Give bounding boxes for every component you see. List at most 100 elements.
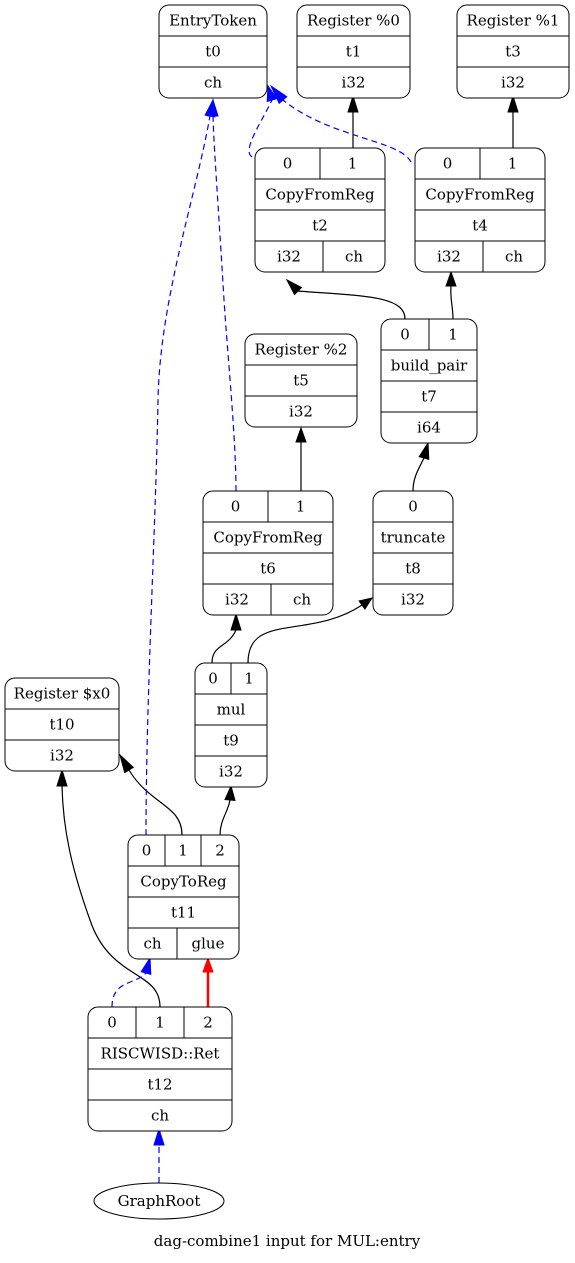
edge-line	[248, 99, 273, 158]
node-frame	[4, 677, 120, 772]
edge-data-ctr11-1-regx0	[119, 753, 183, 836]
node-opcode: Register %2	[255, 341, 348, 359]
node-bp7: 0 1 build_pair t7 i64	[380, 318, 478, 444]
input-port-label: 0	[107, 1014, 117, 1032]
output-type-label: i32	[289, 403, 313, 421]
output-type-label: ch	[505, 248, 523, 266]
input-port-label: 1	[244, 670, 254, 688]
edge-chain-cfr6-0-entry	[207, 98, 237, 492]
output-type-label: i32	[277, 248, 301, 266]
arrowhead	[204, 98, 216, 118]
output-type-label: i32	[501, 74, 525, 92]
arrowhead	[266, 84, 278, 103]
input-port-label: 0	[400, 326, 410, 344]
node-regx0: Register $x0 t10 i32	[4, 677, 120, 772]
node-opcode: CopyToReg	[140, 873, 227, 891]
edge-chain-cfr2-0-entry	[248, 84, 278, 158]
edge-data-ret12-1-regx0	[56, 768, 161, 1008]
input-port-label: 1	[296, 498, 306, 516]
edge-line	[219, 799, 231, 836]
arrowhead	[202, 956, 214, 973]
edge-layer	[56, 84, 519, 1183]
node-opcode: CopyFromReg	[425, 186, 535, 204]
arrowhead	[418, 441, 430, 460]
node-frame	[296, 4, 411, 99]
arrowhead	[140, 956, 152, 975]
output-type-label: i32	[50, 747, 74, 765]
edge-line	[145, 115, 211, 836]
input-port-label: 1	[448, 326, 458, 344]
node-opcode: EntryToken	[169, 12, 257, 30]
edge-line	[412, 457, 425, 492]
node-opcode: mul	[217, 701, 246, 719]
edge-data-tr8-0-bp7	[412, 441, 430, 492]
input-port-label: 1	[178, 842, 188, 860]
node-frame	[244, 333, 358, 428]
arrowhead	[507, 94, 519, 113]
node-id: t7	[421, 388, 437, 406]
node-opcode: Register $x0	[14, 685, 111, 703]
edge-chain-cfr4-0-entry	[269, 84, 412, 163]
edge-line	[128, 769, 183, 836]
node-id: t11	[171, 904, 196, 922]
output-type-label: i32	[225, 591, 249, 609]
node-frame	[158, 4, 268, 99]
node-label: GraphRoot	[118, 1192, 201, 1210]
node-id: t10	[49, 716, 74, 734]
arrowhead	[56, 768, 68, 787]
node-opcode: build_pair	[391, 357, 468, 375]
node-id: t12	[147, 1076, 172, 1094]
output-type-label: ch	[204, 74, 222, 92]
arrowhead	[230, 612, 242, 631]
edge-line	[282, 99, 412, 163]
output-type-label: i64	[417, 419, 441, 437]
input-port-label: 1	[508, 155, 518, 173]
node-opcode: Register %0	[307, 12, 400, 30]
input-port-label: 0	[231, 498, 241, 516]
node-id: t8	[405, 560, 421, 578]
input-port-label: 0	[142, 842, 152, 860]
edge-line	[211, 629, 237, 664]
edge-line	[61, 785, 161, 1008]
edge-glue-ret12-2-ctr11	[202, 956, 214, 1007]
arrowhead	[269, 84, 288, 105]
diagram-caption: dag-combine1 input for MUL:entry	[154, 1232, 421, 1250]
edge-line	[247, 604, 363, 664]
edge-chain-ret12-0-ctr11	[111, 956, 152, 1008]
output-type-label: ch	[143, 935, 161, 953]
node-opcode: Register %1	[467, 12, 560, 30]
edge-line	[450, 285, 454, 320]
input-port-label: 1	[348, 155, 358, 173]
arrowhead	[153, 1127, 165, 1146]
node-opcode: CopyFromReg	[213, 529, 323, 547]
output-type-label: glue	[192, 935, 225, 953]
edge-data-bp7-1-cfr4	[445, 270, 457, 320]
node-opcode: CopyFromReg	[265, 186, 375, 204]
edge-data-mul9-0-cfr6	[211, 612, 242, 664]
edge-data-bp7-0-cfr2	[285, 278, 406, 320]
input-port-label: 0	[443, 155, 453, 173]
node-id: t2	[312, 217, 328, 235]
output-type-label: ch	[151, 1107, 169, 1125]
input-port-label: 2	[215, 842, 225, 860]
edge-line	[297, 290, 406, 320]
output-type-label: i32	[401, 591, 425, 609]
input-port-label: 0	[283, 155, 293, 173]
node-id: t0	[205, 43, 221, 61]
output-type-label: i32	[342, 74, 366, 92]
arrowhead	[445, 270, 457, 287]
arrowhead	[285, 278, 303, 296]
edge-chain-ctr11-0-entry	[145, 98, 216, 836]
arrowhead	[295, 426, 307, 443]
node-id: t5	[293, 372, 309, 390]
node-ellipse	[93, 1182, 225, 1220]
